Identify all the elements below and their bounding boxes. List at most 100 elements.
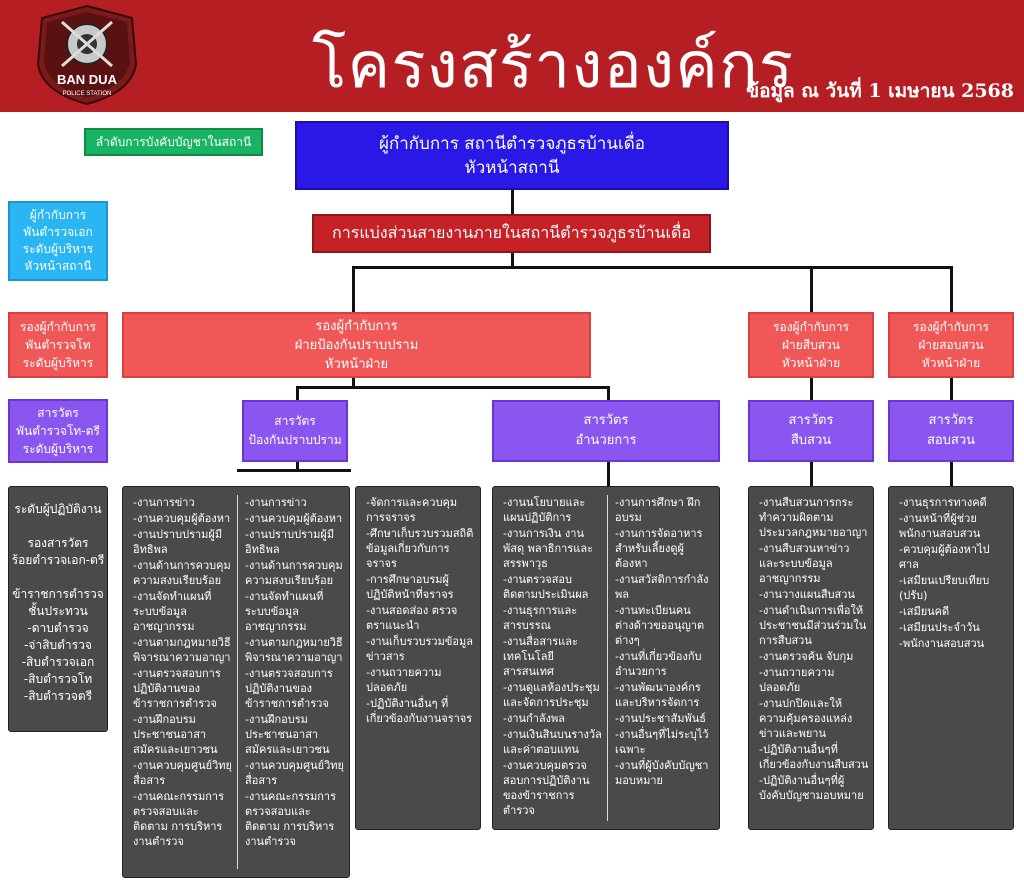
task-item: -งานสืบสวนการกระทำความผิดตามประมวลกฎหมาย… bbox=[759, 496, 868, 539]
task-item: -งานตรวจสอบการปฏิบัติงานของข้าราชการตำรว… bbox=[245, 667, 333, 710]
task-item: -งานสวัสดิการกำลังพล bbox=[615, 573, 709, 601]
operational-sub: ร้อยตำรวจเอก-ตรี bbox=[11, 553, 105, 567]
task-item: -งานควบคุมตรวจสอบการปฏิบัติงานของข้าราชก… bbox=[503, 759, 590, 817]
task-item: -งานปกปิดและให้ความคุ้มครองแหล่งข่าวและพ… bbox=[759, 697, 853, 740]
panel-divider bbox=[237, 495, 238, 869]
task-item: -งานควบคุมผู้ต้องหา bbox=[245, 512, 343, 525]
task-item: -งานหน้าที่ผู้ช่วยพนักงานสอบสวน bbox=[899, 512, 981, 540]
connector-line bbox=[950, 378, 953, 400]
task-item: -งานควบคุมผู้ต้องหา bbox=[133, 512, 231, 525]
data-date: ข้อมูล ณ วันที่ 1 เมษายน 2568 bbox=[746, 80, 1014, 102]
task-item: -ปฏิบัติงานอื่นๆ ที่เกี่ยวข้องกับงานจราจ… bbox=[366, 697, 473, 725]
task-item: -งานดำเนินการเพื่อให้ประชาชนมีส่วนร่วมใน… bbox=[759, 604, 867, 647]
connector-line bbox=[296, 462, 299, 470]
connector-line bbox=[352, 266, 355, 312]
svg-text:BAN DUA: BAN DUA bbox=[57, 72, 118, 87]
task-item: -งานถวายความปลอดภัย bbox=[759, 666, 835, 694]
task-item: -งานฝึกอบรมประชาชนอาสาสมัครและเยาวชน bbox=[133, 713, 218, 756]
inspector-inquiry-box: สารวัตร สอบสวน bbox=[888, 400, 1014, 462]
investigation-tasks-list: -งานสืบสวนการกระทำความผิดตามประมวลกฎหมาย… bbox=[759, 495, 869, 804]
task-item: -งานด้านการควบคุมความสงบเรียบร้อย bbox=[245, 559, 343, 587]
task-item: -งานการศึกษา ฝึกอบรม bbox=[615, 496, 701, 524]
prevention-tasks-panel: -งานการข่าว -งานควบคุมผู้ต้องหา -งานปราบปร… bbox=[122, 486, 350, 878]
task-item: -ควบคุมผู้ต้องหาไปศาล bbox=[899, 543, 990, 571]
traffic-tasks-list: -จัดการและควบคุมการจราจร -ศึกษาเก็บรวบรวม… bbox=[366, 495, 474, 727]
legend-chain-of-command: ลำดับการบังคับบัญชาในสถานี bbox=[84, 128, 263, 156]
station-superintendent-box: ผู้กำกับการ สถานีตำรวจภูธรบ้านเดื่อ หัวห… bbox=[295, 121, 729, 190]
task-item: -เสมียนคดี bbox=[899, 605, 950, 618]
prevention-tasks-list-b: -งานการข่าว -งานควบคุมผู้ต้องหา -งานปราบปร… bbox=[245, 495, 345, 850]
connector-line bbox=[296, 386, 299, 400]
connector-line bbox=[296, 386, 610, 389]
task-item: -ศึกษาเก็บรวบรวมสถิติข้อมูลเกี่ยวกับการจ… bbox=[366, 527, 474, 570]
svg-text:POLICE STATION: POLICE STATION bbox=[63, 91, 112, 97]
task-item: -งานการข่าว bbox=[133, 496, 195, 509]
deputy-rank-box: รองผู้กำกับการ พันตำรวจโท ระดับผู้บริหาร bbox=[8, 312, 108, 378]
task-item: -งานตรวจค้น จับกุม bbox=[759, 650, 854, 663]
task-item: -งานปราบปรามผู้มีอิทธิพล bbox=[133, 528, 223, 556]
task-item: -งานการข่าว bbox=[245, 496, 307, 509]
connector-line bbox=[607, 462, 610, 486]
page-title: โครงสร้างองค์กร bbox=[312, 29, 795, 103]
task-item: -งานทะเบียนคนต่างด้าวขออนุญาตต่างๆ bbox=[615, 604, 705, 647]
task-item: -การศึกษาอบรมผู้ปฏิบัติหน้าที่จราจร bbox=[366, 573, 454, 601]
task-item: -งานกำลังพล bbox=[503, 712, 565, 725]
task-item: -งานพัฒนาองค์กรและบริหารจัดการ bbox=[615, 681, 701, 709]
operational-title: ระดับผู้ปฏิบัติงาน bbox=[14, 502, 102, 516]
task-item: -งานที่ผู้บังคับบัญชามอบหมาย bbox=[615, 759, 709, 787]
task-item: -งานการจัดอาหารสำหรับเลี้ยงดูผู้ต้องหา bbox=[615, 527, 703, 570]
task-item: -จัดการและควบคุมการจราจร bbox=[366, 496, 458, 524]
task-item: -งานจัดทำแผนที่ระบบข้อมูลอาชญากรรม bbox=[245, 590, 324, 633]
task-item: -งานอื่นๆที่ไม่ระบุไว้เฉพาะ bbox=[615, 728, 709, 756]
traffic-tasks-panel: -จัดการและควบคุมการจราจร -ศึกษาเก็บรวบรวม… bbox=[355, 486, 481, 830]
operational-sub: ข้าราชการตำรวจ bbox=[12, 587, 104, 601]
task-item: -งานเก็บรวบรวมข้อมูลข่าวสาร bbox=[366, 635, 473, 663]
task-item: -งานวางแผนสืบสวน bbox=[759, 588, 855, 601]
operational-level-panel: ระดับผู้ปฏิบัติงาน รองสารวัตร ร้อยตำรวจเ… bbox=[8, 486, 108, 732]
task-item: -งานธุรการทางคดี bbox=[899, 496, 987, 509]
task-item: -งานจัดทำแผนที่ระบบข้อมูลอาชญากรรม bbox=[133, 590, 212, 633]
task-item: -งานสอดส่อง ตรวจตราแนะนำ bbox=[366, 604, 458, 632]
header-banner: BAN DUA POLICE STATION โครงสร้างองค์กร ข… bbox=[0, 0, 1024, 112]
inspector-rank-box: สารวัตร พันตำรวจโท-ตรี ระดับผู้บริหาร bbox=[8, 399, 108, 463]
task-item: -งานสื่อสารและเทคโนโลยีสารสนเทศ bbox=[503, 635, 578, 678]
task-item: -เสมียนเปรียบเทียบ (ปรับ) bbox=[899, 574, 990, 602]
operational-sub: ชั้นประทวน bbox=[28, 604, 88, 618]
task-item: -งานตามกฎหมายวิธีพิจารณาความอาญา bbox=[245, 636, 343, 664]
connector-line bbox=[352, 378, 355, 386]
task-item: -งานตรวจสอบติดตามประเมินผล bbox=[503, 573, 589, 601]
task-item: -งานตามกฎหมายวิธีพิจารณาความอาญา bbox=[133, 636, 231, 664]
inquiry-tasks-panel: -งานธุรการทางคดี -งานหน้าที่ผู้ช่วยพนักงา… bbox=[888, 486, 1014, 830]
task-item: -งานตรวจสอบการปฏิบัติงานของข้าราชการตำรว… bbox=[133, 667, 221, 710]
connector-line bbox=[950, 266, 953, 312]
connector-line bbox=[810, 378, 813, 400]
task-item: -งานควบคุมศูนย์วิทยุสื่อสาร bbox=[245, 759, 344, 787]
task-item: -งานด้านการควบคุมความสงบเรียบร้อย bbox=[133, 559, 231, 587]
task-item: -งานคณะกรรมการตรวจสอบและติดตาม การบริหาร… bbox=[133, 790, 224, 848]
prevention-tasks-list-a: -งานการข่าว -งานควบคุมผู้ต้องหา -งานปราบปร… bbox=[133, 495, 233, 850]
admin-tasks-list-b: -งานการศึกษา ฝึกอบรม -งานการจัดอาหารสำหรั… bbox=[615, 495, 715, 789]
task-item: -งานปราบปรามผู้มีอิทธิพล bbox=[245, 528, 335, 556]
task-item: -งานประชาสัมพันธ์ bbox=[615, 712, 706, 725]
rank-item: -สิบตำรวจตรี bbox=[23, 689, 93, 703]
task-item: -ปฏิบัติงานอื่นๆที่เกี่ยวข้องกับงานสืบสว… bbox=[759, 743, 869, 771]
rank-item: -สิบตำรวจเอก bbox=[21, 655, 95, 669]
rank-item: -ดาบตำรวจ bbox=[27, 621, 89, 635]
connector-line bbox=[511, 252, 514, 268]
connector-line bbox=[810, 462, 813, 486]
task-item: -งานที่เกี่ยวข้องกับอำนวยการ bbox=[615, 650, 702, 678]
task-item: -งานถวายความปลอดภัย bbox=[366, 666, 442, 694]
task-item: -งานดูแลห้องประชุมและจัดการประชุม bbox=[503, 681, 600, 709]
inspector-admin-box: สารวัตร อำนวยการ bbox=[492, 400, 720, 462]
police-badge-logo: BAN DUA POLICE STATION bbox=[36, 4, 138, 106]
rank-item: -จ่าสิบตำรวจ bbox=[24, 638, 92, 652]
task-item: -งานนโยบายและแผนปฏิบัติการ bbox=[503, 496, 586, 524]
task-item: -งานสืบสวนหาข่าวและระบบข้อมูลอาชญากรรม bbox=[759, 542, 850, 585]
connector-line bbox=[607, 386, 610, 400]
inquiry-tasks-list: -งานธุรการทางคดี -งานหน้าที่ผู้ช่วยพนักงา… bbox=[899, 495, 1009, 652]
inspector-investigation-box: สารวัตร สืบสวน bbox=[748, 400, 874, 462]
admin-tasks-panel: -งานนโยบายและแผนปฏิบัติการ-งานการเงิน งา… bbox=[492, 486, 720, 830]
division-structure-box: การแบ่งส่วนสายงานภายในสถานีตำรวจภูธรบ้าน… bbox=[312, 214, 711, 253]
task-item: -งานควบคุมศูนย์วิทยุสื่อสาร bbox=[133, 759, 232, 787]
investigation-tasks-panel: -งานสืบสวนการกระทำความผิดตามประมวลกฎหมาย… bbox=[748, 486, 874, 830]
